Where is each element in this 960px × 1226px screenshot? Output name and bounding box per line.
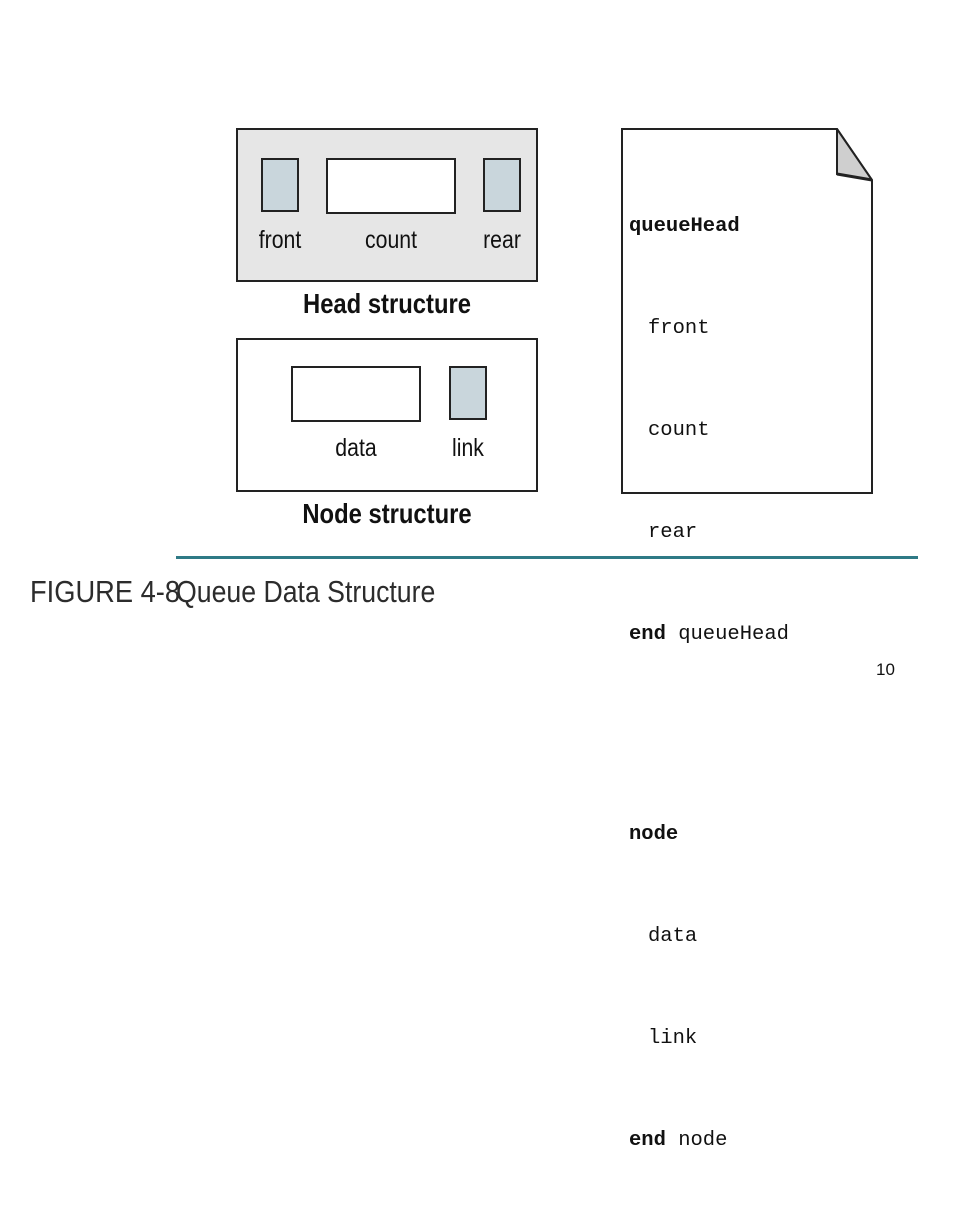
code-line: link bbox=[648, 1027, 698, 1050]
data-field bbox=[291, 366, 421, 422]
code-line: front bbox=[648, 317, 710, 340]
code-line: queueHead bbox=[629, 215, 740, 238]
code-line: node bbox=[629, 823, 679, 846]
node-structure-caption: Node structure bbox=[302, 498, 472, 529]
rear-label: rear bbox=[483, 226, 521, 254]
code-line: end node bbox=[629, 1129, 728, 1152]
count-label: count bbox=[364, 226, 417, 254]
figure-label: FIGURE 4-8 bbox=[30, 574, 181, 609]
head-structure-caption: Head structure bbox=[303, 288, 471, 319]
pseudocode-block: queueHead front count rear end queueHead… bbox=[629, 142, 789, 1226]
figure-rule bbox=[176, 556, 918, 559]
head-structure-box: front count rear bbox=[236, 128, 538, 282]
pseudocode-document: queueHead front count rear end queueHead… bbox=[621, 128, 873, 1152]
page-number: 10 bbox=[876, 660, 895, 679]
code-blank-line bbox=[629, 720, 789, 750]
data-label: data bbox=[335, 434, 377, 462]
code-line: end queueHead bbox=[629, 623, 789, 646]
front-label: front bbox=[258, 226, 302, 254]
link-label: link bbox=[452, 434, 484, 462]
front-field bbox=[261, 158, 299, 212]
code-line: rear bbox=[648, 521, 698, 544]
figure-title: Queue Data Structure bbox=[176, 574, 436, 609]
node-structure-box: data link bbox=[236, 338, 538, 492]
code-line: count bbox=[648, 419, 710, 442]
count-field bbox=[326, 158, 456, 214]
document-page-icon bbox=[621, 128, 873, 494]
code-line: data bbox=[648, 925, 698, 948]
rear-field bbox=[483, 158, 521, 212]
link-field bbox=[449, 366, 487, 420]
